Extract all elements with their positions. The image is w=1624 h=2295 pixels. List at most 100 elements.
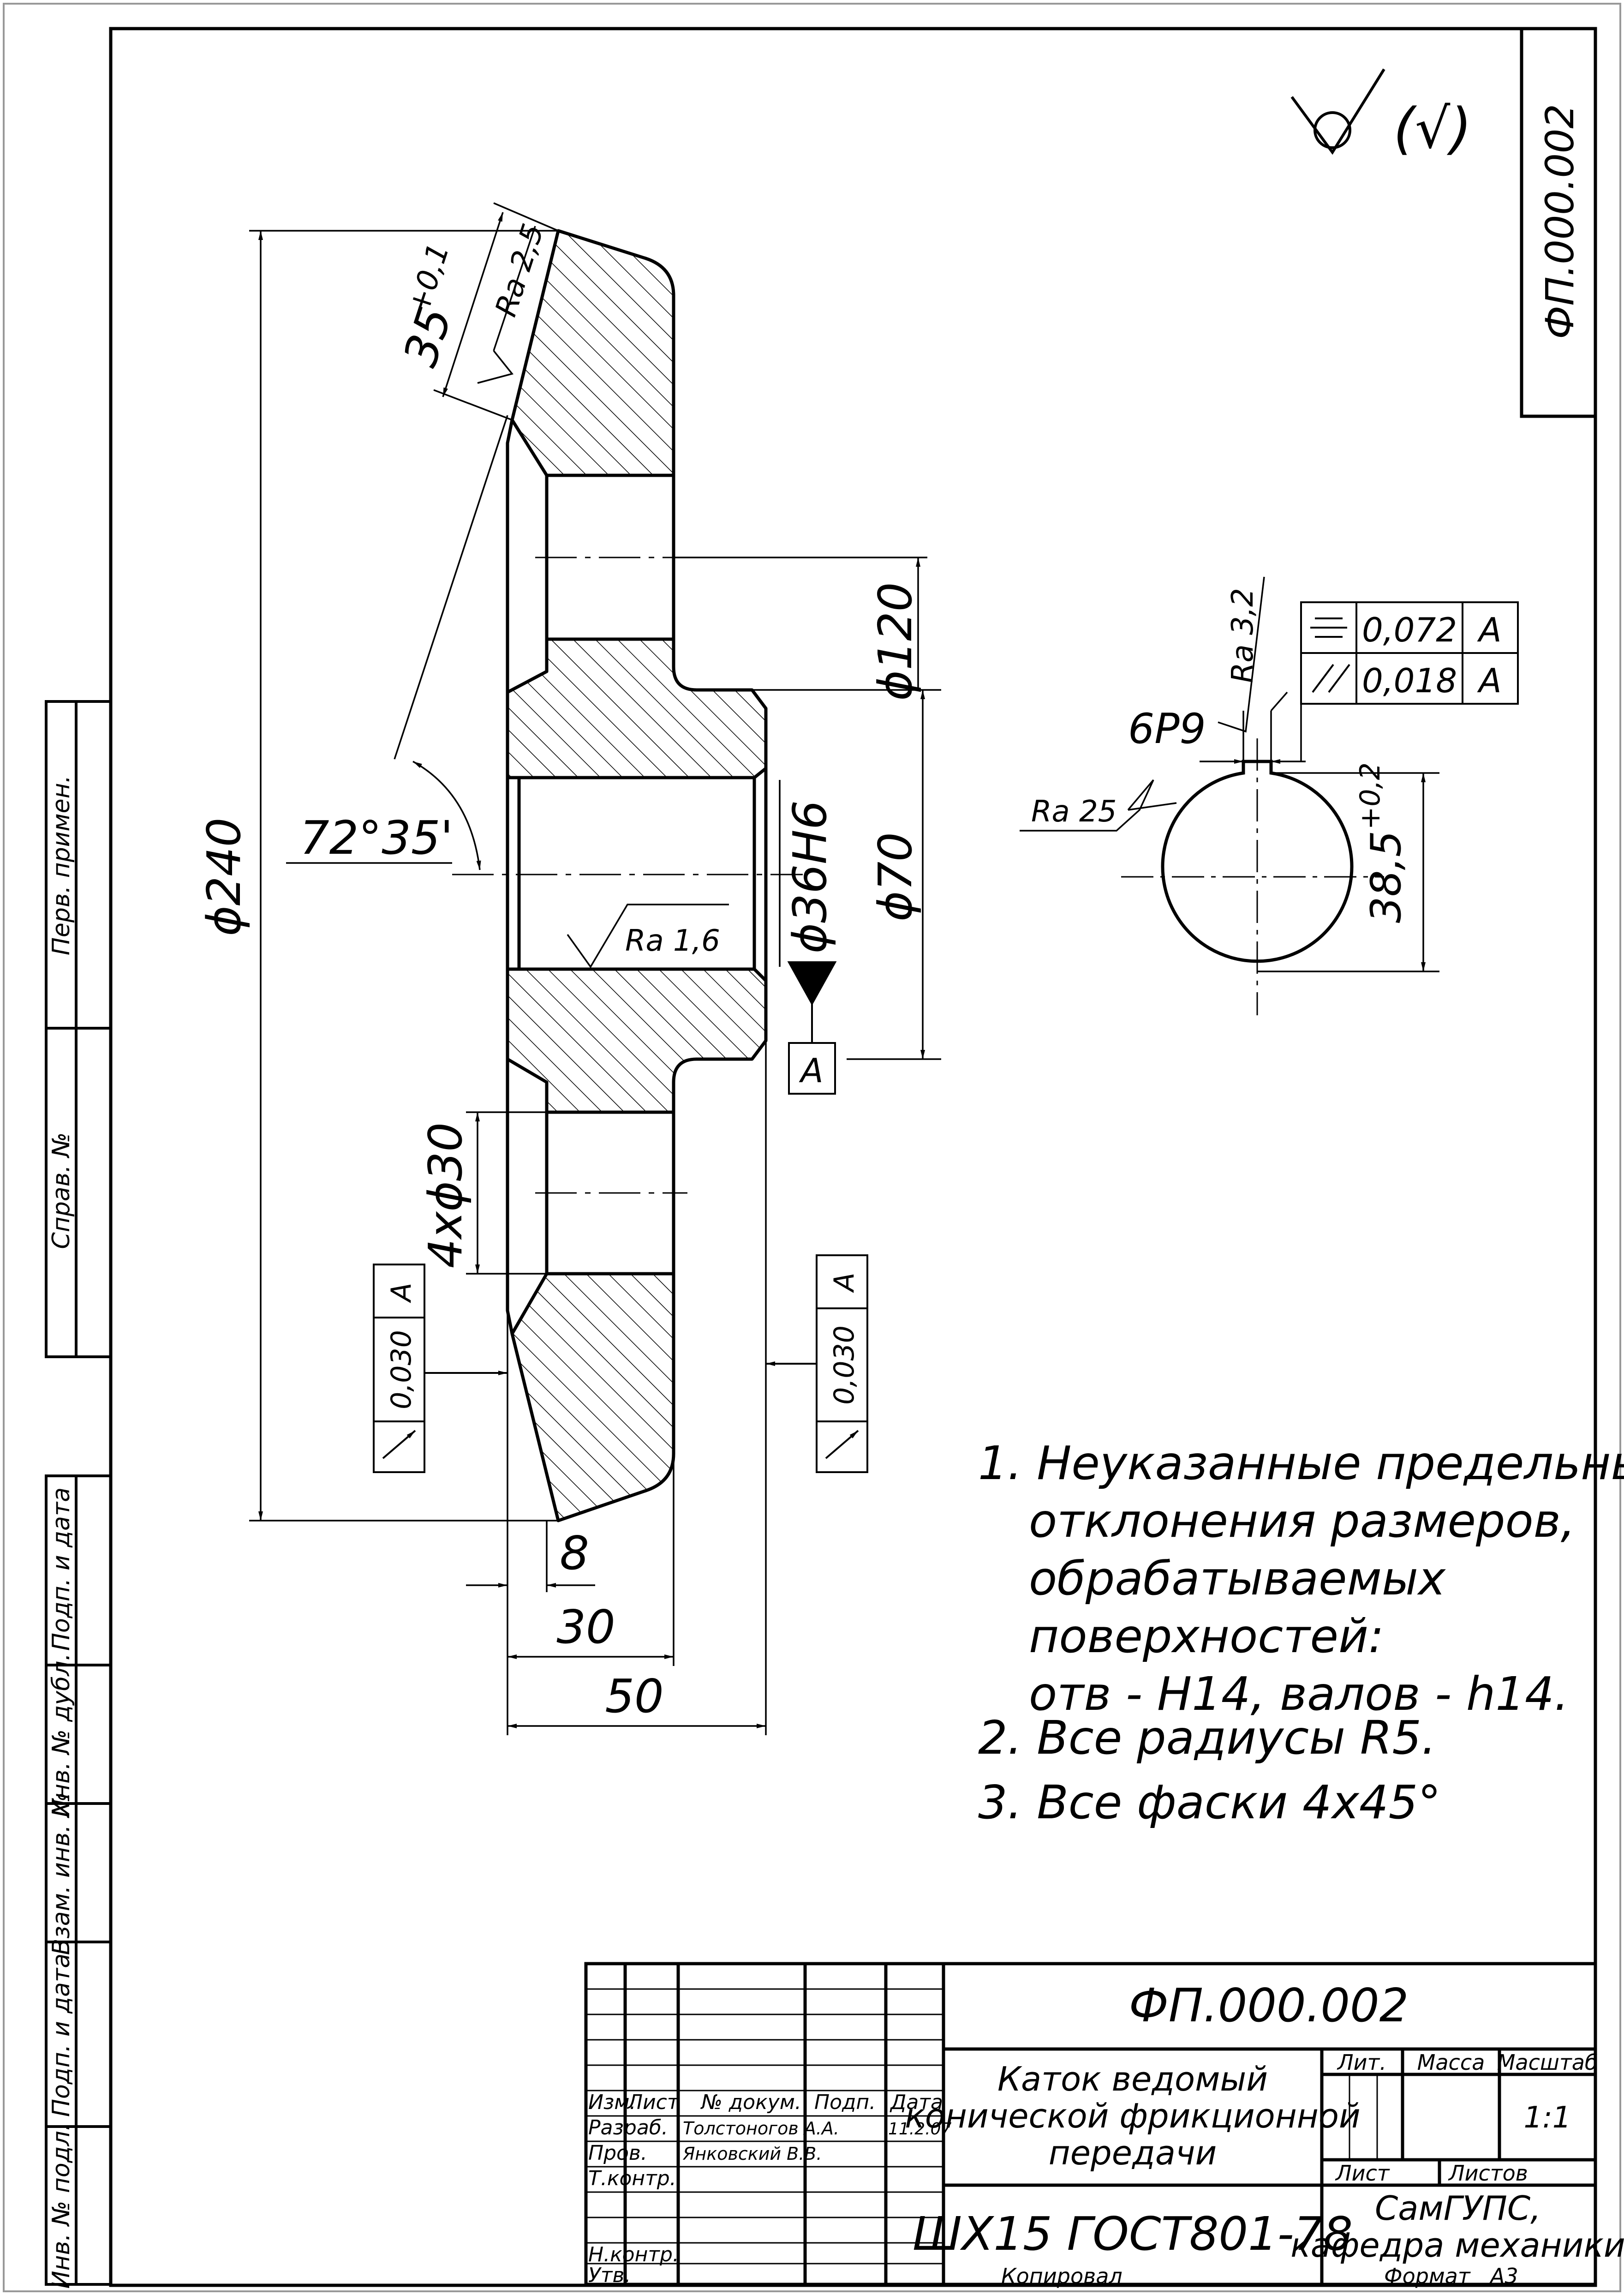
scale-label: Масштаб	[1497, 2050, 1598, 2075]
datum-letter: А	[799, 1051, 823, 1090]
ra-bore-symbol	[567, 904, 729, 969]
ra-bore-text: Ra 1,6	[625, 924, 720, 958]
dimensions	[249, 202, 941, 1735]
side-inv-podl: Инв. № подл.	[48, 2123, 75, 2289]
sheets-label: Листов	[1448, 2161, 1528, 2186]
angle-leader	[394, 415, 508, 760]
extension-35-a	[493, 202, 559, 232]
ra25-text: Ra 25	[1031, 795, 1116, 829]
side-strip-labels: Перв. примен. Справ. № Подп. и дата Инв.…	[48, 775, 75, 2289]
extension-35-b	[433, 389, 513, 421]
col-list: Лист	[627, 2091, 680, 2114]
part-name-line-1: Каток ведомый	[997, 2060, 1268, 2098]
title-block: Изм. Лист № докум. Подп. Дата Разраб. Пр…	[584, 1962, 1624, 2289]
developer-name: Толстоногов А.А.	[683, 2118, 839, 2139]
lit-label: Лит.	[1337, 2050, 1386, 2075]
rim-lower-section	[510, 1272, 675, 1522]
note-line-3: обрабатываемых	[1029, 1552, 1446, 1606]
runout-left-value: 0,030	[385, 1330, 418, 1409]
note-line-6: 2. Все радиусы R5.	[978, 1711, 1436, 1765]
runout-left-datum: А	[385, 1282, 418, 1303]
runout-right-value: 0,030	[828, 1325, 860, 1405]
part-name-line-2: конической фрикционной	[905, 2097, 1360, 2135]
dim-70: ϕ70	[868, 832, 922, 921]
note-line-1: 1. Неуказанные предельные	[978, 1436, 1624, 1490]
symmetry-value: 0,072	[1362, 611, 1457, 649]
dim-120: ϕ120	[868, 582, 922, 701]
parallel-value: 0,018	[1362, 661, 1457, 700]
material: ШХ15 ГОСТ801-78	[913, 2207, 1353, 2261]
parallelism-symbol	[1312, 664, 1350, 693]
runout-frame-left: А 0,030	[373, 1264, 508, 1473]
side-strip	[45, 700, 112, 2286]
keyway-label: 6P9	[1128, 705, 1206, 753]
dim-angle: 72°35'	[300, 811, 453, 865]
note-line-4: поверхностей:	[1029, 1609, 1384, 1663]
row-prov: Пров.	[588, 2141, 647, 2165]
side-perv-primen: Перв. примен.	[48, 775, 75, 955]
dim-4x30: 4xϕ30	[418, 1122, 472, 1268]
section-centerlines	[1121, 738, 1384, 1015]
ra32-text: Ra 3,2	[1226, 588, 1260, 683]
datum-box	[788, 1042, 836, 1095]
side-sprav-no: Справ. №	[48, 1133, 75, 1249]
copied-label: Копировал	[1001, 2264, 1122, 2289]
center-lines	[452, 557, 803, 1194]
stamp-code: ФП.000.002	[1537, 104, 1582, 339]
depth-tol: +0,2	[1354, 762, 1386, 830]
dim-50: 50	[605, 1669, 663, 1723]
part-name-line-3: передачи	[1049, 2133, 1217, 2172]
organization-line-2: кафедра механики	[1290, 2226, 1624, 2265]
ra32-symbol	[1218, 576, 1288, 733]
roughness-circle	[1314, 111, 1351, 149]
checker-name: Янковский В.В.	[682, 2144, 822, 2164]
col-podp: Подп.	[814, 2091, 876, 2114]
dim-240: ϕ240	[197, 818, 251, 936]
roughness-symbol	[1290, 68, 1385, 155]
shaft-section-outline	[1161, 760, 1354, 963]
side-podp-data-1: Подп. и дата	[48, 1487, 75, 1651]
symmetry-symbol	[1310, 617, 1347, 638]
datum-triangle	[787, 961, 837, 1006]
mass-label: Масса	[1417, 2050, 1485, 2075]
sheet-edge	[3, 3, 1621, 2292]
tolerance-frames: 0,072 А 0,018 А	[1300, 601, 1519, 705]
technical-notes: 1. Неуказанные предельные отклонения раз…	[978, 1436, 1624, 1829]
hub-lower-section	[506, 967, 768, 1114]
ra-cone-symbol	[477, 226, 536, 384]
symmetry-datum: А	[1477, 611, 1501, 649]
date-value: 11.2.07	[888, 2120, 952, 2139]
scale-value: 1:1	[1524, 2101, 1571, 2135]
runout-right-datum: А	[828, 1272, 860, 1293]
note-line-5: отв - H14, валов - h14.	[1029, 1667, 1569, 1721]
row-razrab: Разраб.	[588, 2116, 668, 2139]
row-tkontr: Т.контр.	[588, 2167, 676, 2190]
dim-35-tol: +0,1	[401, 240, 456, 318]
dim-36h6: ϕ36H6	[783, 800, 837, 953]
side-podp-data-2: Подп. и дата	[48, 1953, 75, 2117]
depth-value: 38,5	[1362, 831, 1410, 923]
col-izm: Изм.	[588, 2091, 636, 2114]
col-dokum: № докум.	[700, 2091, 801, 2114]
sheet-label: Лист	[1335, 2161, 1390, 2186]
general-roughness: (√)	[1290, 68, 1472, 161]
web-face-line-lower	[506, 1059, 514, 1334]
row-nkontr: Н.контр.	[588, 2243, 679, 2266]
side-inv-dubl: Инв. № дубл.	[48, 1653, 75, 1817]
organization-line-1: СамГУПС,	[1375, 2189, 1541, 2228]
hub-upper-section	[506, 637, 768, 779]
note-line-7: 3. Все фаски 4x45°	[978, 1775, 1441, 1829]
dim-30: 30	[556, 1600, 615, 1654]
angle-arc	[412, 761, 481, 870]
roughness-parenthetical: (√)	[1393, 97, 1472, 161]
hatched-areas	[506, 229, 768, 1522]
dim-8: 8	[560, 1526, 589, 1580]
designation-title: ФП.000.002	[1129, 1978, 1409, 2032]
format-label: Формат	[1384, 2264, 1471, 2289]
col-data: Дата	[890, 2091, 943, 2114]
dim-line-35	[442, 212, 504, 397]
ra25-leader	[1020, 779, 1177, 832]
side-vzam-inv: Взам. инв. №	[48, 1792, 75, 1955]
note-line-2: отклонения размеров,	[1029, 1494, 1575, 1548]
